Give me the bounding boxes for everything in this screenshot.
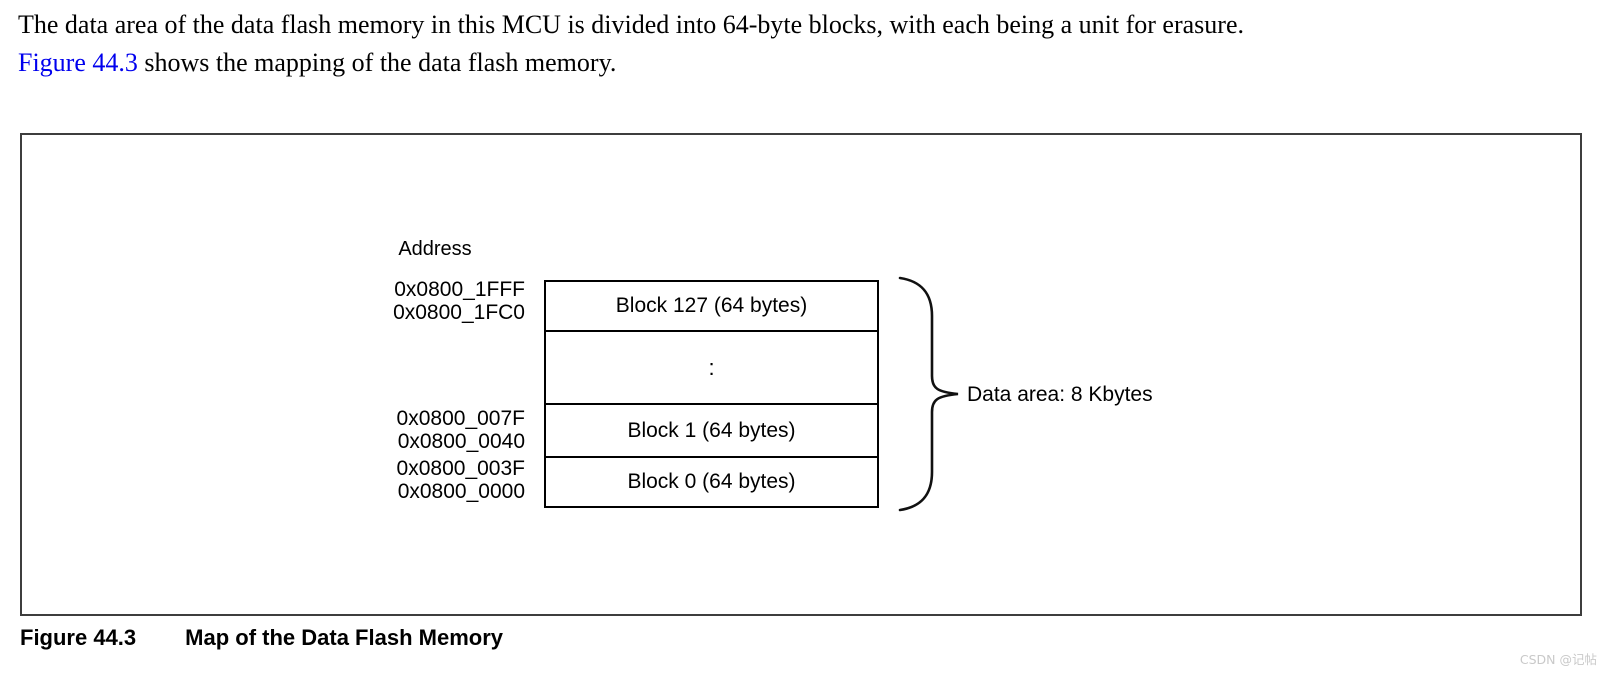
memory-block-label: Block 127 (64 bytes) [615, 294, 808, 317]
memory-block-1: Block 1 (64 bytes) [546, 405, 877, 458]
data-area-size-label: Data area: 8 Kbytes [967, 383, 1153, 406]
memory-block-stack: Block 127 (64 bytes) : Block 1 (64 bytes… [544, 280, 879, 508]
intro-paragraph: The data area of the data flash memory i… [18, 6, 1578, 82]
memory-block-ellipsis: : [546, 332, 877, 405]
figure-frame: Address 0x0800_1FFF 0x0800_1FC0 0x0800_0… [20, 133, 1582, 616]
address-column-header: Address [398, 238, 472, 260]
address-range-block-127: 0x0800_1FFF 0x0800_1FC0 [22, 278, 525, 324]
figure-caption-number: Figure 44.3 [20, 625, 137, 650]
memory-block-label: Block 1 (64 bytes) [627, 418, 796, 442]
address-value-high: 0x0800_003F [396, 457, 525, 480]
figure-44-3-link[interactable]: Figure 44.3 [18, 48, 138, 77]
curly-brace-icon [898, 276, 959, 512]
watermark: CSDN @记帖 [1519, 652, 1597, 667]
memory-block-127: Block 127 (64 bytes) [546, 282, 877, 332]
address-value-low: 0x0800_0040 [397, 430, 525, 453]
address-value-low: 0x0800_1FC0 [393, 301, 525, 324]
figure-caption: Figure 44.3 Map of the Data Flash Memory [20, 623, 503, 653]
address-value-high: 0x0800_1FFF [394, 278, 525, 301]
ellipsis-colon: : [708, 354, 715, 380]
figure-caption-title: Map of the Data Flash Memory [185, 625, 503, 650]
intro-line-2-rest: shows the mapping of the data flash memo… [137, 48, 617, 77]
memory-block-0: Block 0 (64 bytes) [546, 458, 877, 506]
intro-line-1: The data area of the data flash memory i… [18, 10, 1244, 39]
address-value-high: 0x0800_007F [396, 407, 525, 430]
address-value-low: 0x0800_0000 [397, 480, 525, 503]
address-range-block-0: 0x0800_003F 0x0800_0000 [22, 457, 525, 503]
address-range-block-1: 0x0800_007F 0x0800_0040 [22, 407, 525, 453]
memory-block-label: Block 0 (64 bytes) [627, 470, 796, 493]
intro-line-2: Figure 44.3 shows the mapping of the dat… [18, 44, 1578, 82]
